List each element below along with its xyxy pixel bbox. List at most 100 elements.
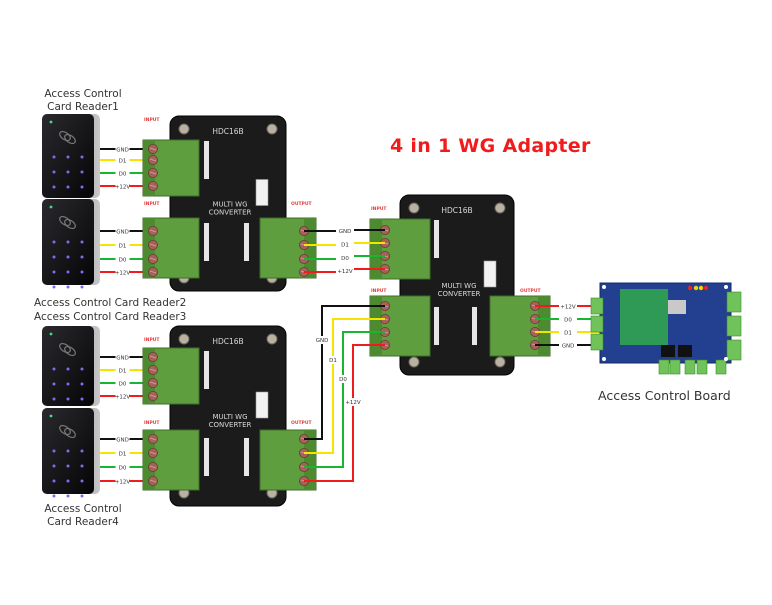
- wire-label-bg: [115, 353, 130, 361]
- keypad-key: [80, 397, 84, 401]
- keypad-key: [66, 382, 70, 386]
- port-label-input: INPUT: [144, 337, 160, 343]
- keypad-key: [80, 270, 84, 274]
- wire-label-v12: +12V: [345, 400, 361, 406]
- keypad-key: [52, 479, 56, 483]
- reader2-caption: Access Control Card Reader2: [34, 297, 187, 309]
- keypad-key: [52, 185, 56, 189]
- board-terminal: [726, 315, 742, 337]
- rfid-card-icon: [59, 342, 71, 354]
- wire-label-bg: [115, 145, 130, 153]
- reader4-caption-line2: Card Reader4: [47, 516, 119, 528]
- screw-slot: [149, 171, 157, 175]
- rfid-card-icon: [64, 345, 76, 357]
- screw-slot: [149, 184, 157, 188]
- terminal-face: [304, 430, 316, 490]
- keypad-key: [80, 449, 84, 453]
- wire-label-bg: [559, 341, 577, 349]
- wire-label-bg: [325, 356, 341, 364]
- pin-label-strip: [434, 307, 439, 345]
- rfid-card-icon: [59, 215, 71, 227]
- rfid-card-icon: [64, 133, 76, 145]
- wire-label-bg: [115, 435, 130, 443]
- wire-d0: [304, 331, 385, 468]
- screw-slot: [149, 270, 157, 274]
- terminal-face: [370, 296, 382, 356]
- wire-label-gnd: GND: [116, 356, 129, 362]
- converter-text-line1: MULTI WG: [441, 282, 476, 290]
- rfid-card-icon: [64, 427, 76, 439]
- keypad-key: [66, 479, 70, 483]
- port-label-output: OUTPUT: [520, 288, 542, 294]
- board-mount-hole: [602, 357, 606, 361]
- keypad-key: [80, 479, 84, 483]
- reader1-caption-line2: Card Reader1: [47, 101, 119, 113]
- board-terminal: [590, 315, 604, 333]
- pin-label-strip: [204, 438, 209, 476]
- mounting-screw: [494, 202, 506, 214]
- converter-model-label: HDC16B: [441, 206, 472, 215]
- keypad-key: [80, 240, 84, 244]
- keypad-key: [66, 397, 70, 401]
- reader-status-led: [49, 332, 53, 336]
- wire-label-bg: [115, 379, 130, 387]
- keypad-key: [66, 185, 70, 189]
- wire-label-d1: D1: [119, 369, 127, 375]
- reader3-caption: Access Control Card Reader3: [34, 311, 187, 323]
- converter-text-line1: MULTI WG: [212, 413, 247, 421]
- keypad-key: [80, 155, 84, 159]
- wire-label-bg: [336, 267, 354, 274]
- wire-label-bg: [115, 477, 130, 485]
- jst-header: [483, 260, 497, 288]
- screw-slot: [149, 451, 157, 455]
- screw-slot: [149, 368, 157, 372]
- jst-header: [255, 179, 269, 206]
- pin-label-strip: [204, 223, 209, 261]
- wire-d1: [304, 318, 385, 454]
- keypad-key: [66, 240, 70, 244]
- input-terminal-4: [142, 429, 200, 491]
- access-control-board: [590, 282, 742, 375]
- wire-label-gnd: GND: [116, 230, 129, 236]
- converter-text-line1: MULTI WG: [212, 201, 247, 209]
- keypad-key: [80, 170, 84, 174]
- input-terminal-1: [142, 139, 200, 197]
- keypad-key: [66, 494, 70, 498]
- port-label-input: INPUT: [144, 420, 160, 426]
- wire-label-d1: D1: [119, 452, 127, 458]
- wire-label-bg: [314, 336, 330, 344]
- pin-label-strip: [204, 141, 209, 179]
- screw-slot: [149, 257, 157, 261]
- card-reader-1: [42, 114, 100, 204]
- wire-label-bg: [559, 302, 577, 310]
- wire-label-d1: D1: [341, 243, 349, 249]
- terminal-face: [538, 296, 550, 356]
- terminal-face: [143, 348, 155, 404]
- screw-slot: [149, 465, 157, 469]
- mounting-screw: [266, 123, 278, 135]
- wire-label-bg: [115, 156, 130, 164]
- screw-slot: [149, 147, 157, 151]
- wire-label-bg: [336, 227, 354, 234]
- keypad-key: [52, 155, 56, 159]
- wire-label-d1: D1: [119, 244, 127, 250]
- keypad-key: [66, 270, 70, 274]
- wire-label-v12: +12V: [337, 269, 353, 275]
- wire-label-bg: [336, 240, 354, 248]
- port-label-output: OUTPUT: [291, 201, 313, 207]
- pin-label-strip: [472, 307, 477, 345]
- board-terminal: [726, 291, 742, 313]
- rfid-card-icon: [59, 130, 71, 142]
- jst-header: [255, 391, 269, 419]
- keypad-key: [66, 285, 70, 289]
- board-relay: [678, 345, 692, 357]
- keypad-key: [52, 255, 56, 259]
- output-terminal-top: [259, 217, 317, 279]
- board-mount-hole: [602, 285, 606, 289]
- card-reader-4: [42, 408, 100, 498]
- mounting-screw: [408, 202, 420, 214]
- wire-label-d0: D0: [119, 382, 127, 388]
- converter-model-label: HDC16B: [212, 337, 243, 346]
- keypad-key: [66, 464, 70, 468]
